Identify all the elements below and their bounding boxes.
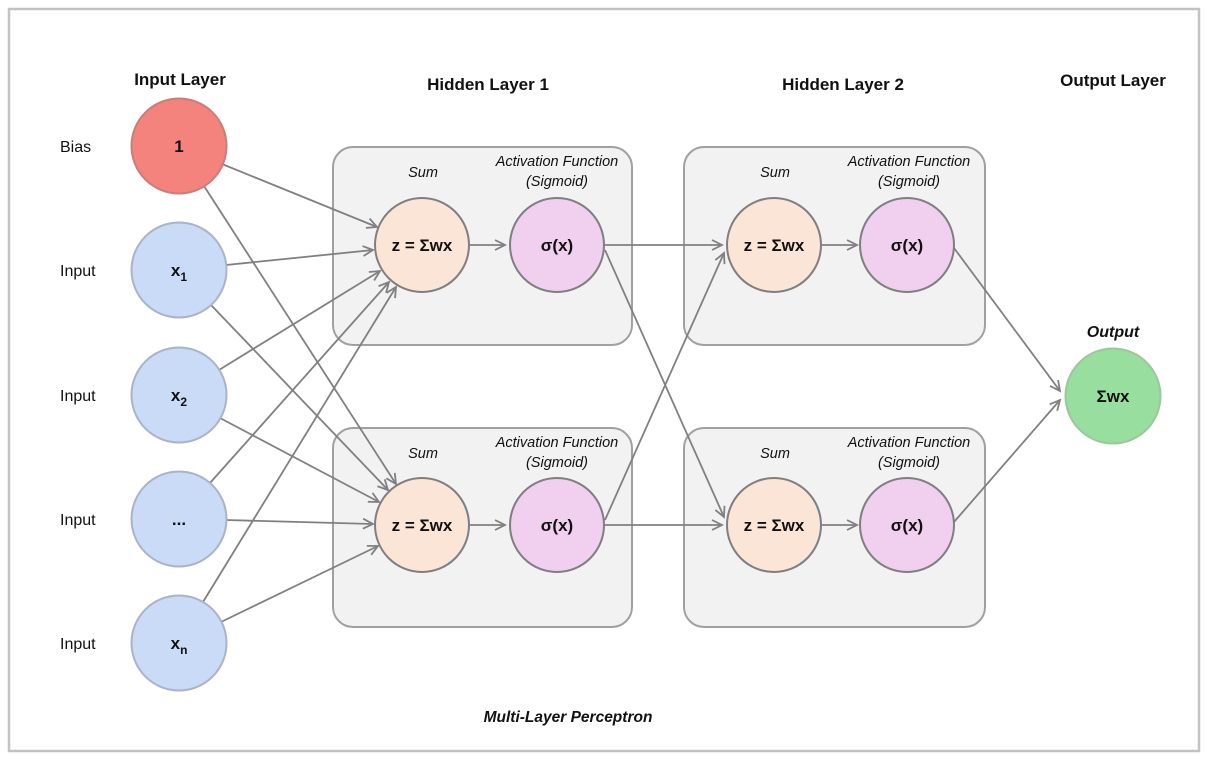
edge-xn-h1s2 <box>220 544 380 623</box>
diagram-title: Multi-Layer Perceptron <box>484 709 653 726</box>
edge-bias-h1s2 <box>203 185 398 486</box>
edge-bias-h1s1 <box>221 163 379 229</box>
h2u2-sum-node-label: z = Σwx <box>744 516 805 535</box>
input-node-x2 <box>130 346 228 444</box>
hidden2-unit1-box <box>683 146 986 346</box>
hidden-layer-2-header: Hidden Layer 2 <box>782 75 904 94</box>
input-node-dots <box>130 470 228 568</box>
h1u2-activation-caption-line2: (Sigmoid) <box>526 455 588 471</box>
nodes <box>130 97 1162 692</box>
h2u2-activation-caption-line2: (Sigmoid) <box>878 455 940 471</box>
input-node-label-x1: x1 <box>171 261 187 284</box>
edge-xdots-h1s1 <box>209 280 391 484</box>
output-node-label: Σwx <box>1097 387 1130 406</box>
input-layer-header: Input Layer <box>134 70 226 89</box>
h1u1-activation-caption-line1: Activation Function <box>495 154 619 170</box>
input-node-label-x2: x2 <box>171 386 187 409</box>
input-side-label-1: Input <box>60 263 96 280</box>
edge-h1u1-h2u2 <box>604 249 726 519</box>
h2u1-sum-node <box>726 197 822 293</box>
edge-h2u1-output <box>953 247 1062 393</box>
h2u1-sum-caption: Sum <box>760 165 790 181</box>
h2u2-activation-caption-line1: Activation Function <box>847 435 971 451</box>
h1u1-sum-node-label: z = Σwx <box>392 236 453 255</box>
connections <box>202 163 1062 623</box>
h1u2-sum-caption: Sum <box>408 446 438 462</box>
edge-x2-h1s1 <box>218 269 382 371</box>
input-node-x1 <box>130 221 228 319</box>
h2u1-activation-caption-line1: Activation Function <box>847 154 971 170</box>
edge-x2-h1s2 <box>219 417 381 503</box>
h2u1-activation-node-label: σ(x) <box>891 236 923 255</box>
edge-x1-h1s2 <box>210 304 390 492</box>
edge-h1u2-h2u1 <box>604 251 726 521</box>
output-layer-header: Output Layer <box>1060 71 1166 90</box>
h1u2-activation-caption-line1: Activation Function <box>495 435 619 451</box>
h2u1-activation-node <box>859 197 955 293</box>
input-node-xn <box>130 594 228 692</box>
h1u1-activation-node <box>509 197 605 293</box>
h1u1-activation-node-label: σ(x) <box>541 236 573 255</box>
bias-node-label: 1 <box>174 137 183 156</box>
hidden1-unit1-box <box>332 146 633 346</box>
edge-x1-h1s1 <box>225 245 376 266</box>
h1u1-sum-caption: Sum <box>408 165 438 181</box>
h1u2-activation-node <box>509 477 605 573</box>
hidden-node-labels: z = Σwx σ(x) z = Σwx σ(x) z = Σwx σ(x) z… <box>392 236 924 535</box>
input-node-label-xn: xn <box>171 634 188 657</box>
h2u2-activation-node-label: σ(x) <box>891 516 923 535</box>
bias-side-label: Bias <box>60 139 91 156</box>
hidden-layer-1-header: Hidden Layer 1 <box>427 75 549 94</box>
bias-node <box>130 97 228 195</box>
sum-nodes <box>374 197 822 573</box>
h2u2-activation-node <box>859 477 955 573</box>
output-caption: Output <box>1087 324 1140 341</box>
activation-nodes <box>509 197 955 573</box>
h1u2-sum-node-label: z = Σwx <box>392 516 453 535</box>
h1u1-sum-node <box>374 197 470 293</box>
input-side-label-4: Input <box>60 636 96 653</box>
h1u1-activation-caption-line2: (Sigmoid) <box>526 174 588 190</box>
output-node <box>1064 347 1162 445</box>
input-side-label-3: Input <box>60 512 96 529</box>
h1u2-sum-node <box>374 477 470 573</box>
h2u2-sum-caption: Sum <box>760 446 790 462</box>
input-nodes <box>130 221 228 692</box>
h2u1-sum-node-label: z = Σwx <box>744 236 805 255</box>
hidden-unit-captions: Sum Activation Function (Sigmoid) Sum Ac… <box>408 154 970 471</box>
h1u2-activation-node-label: σ(x) <box>541 516 573 535</box>
h2u1-activation-caption-line2: (Sigmoid) <box>878 174 940 190</box>
h2u2-sum-node <box>726 477 822 573</box>
outer-frame <box>7 7 1201 753</box>
input-side-label-2: Input <box>60 388 96 405</box>
edge-h2u2-output <box>953 398 1062 523</box>
edge-xdots-h1s2 <box>225 517 376 530</box>
edge-xn-h1s1 <box>202 285 398 603</box>
input-node-label-dots: ... <box>172 510 186 529</box>
